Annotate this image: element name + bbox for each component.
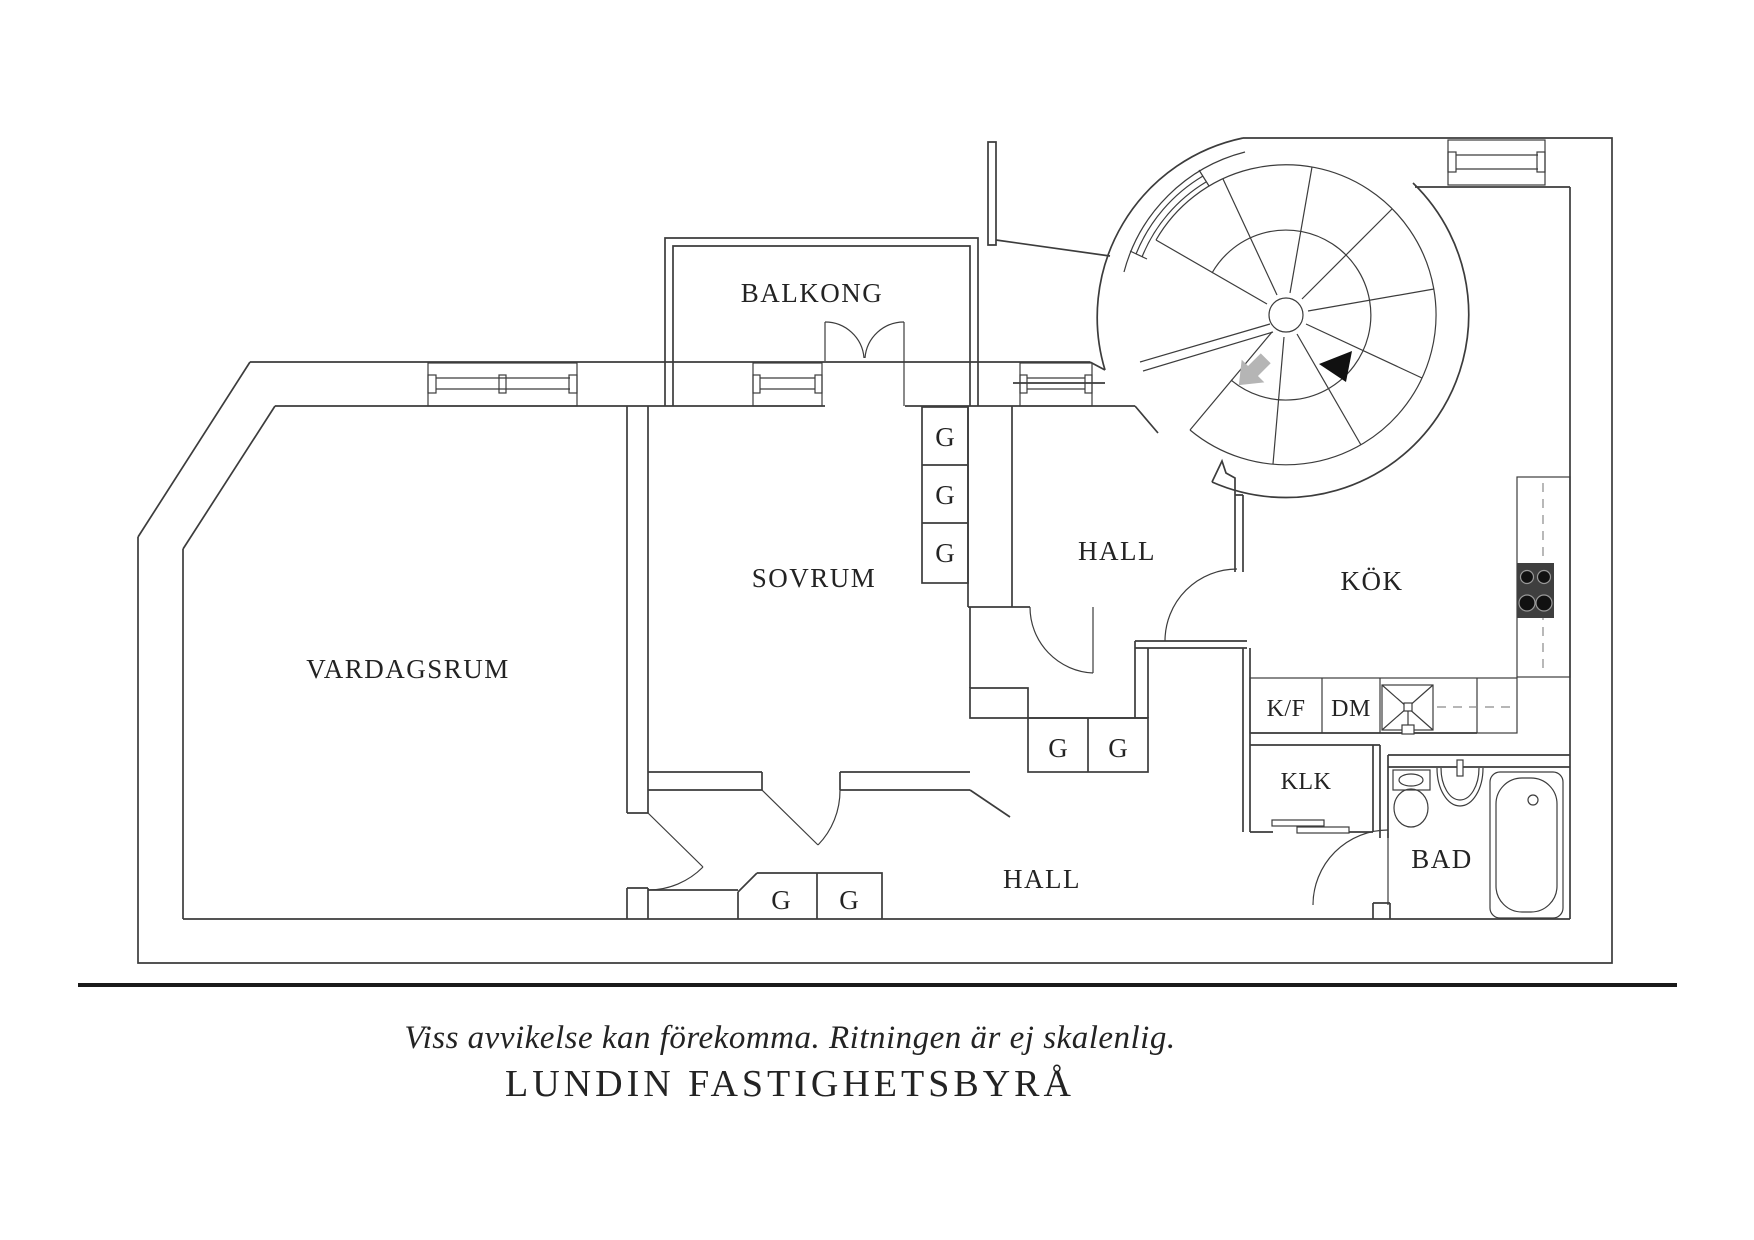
label-g2: G xyxy=(935,480,955,510)
label-hall-upper: HALL xyxy=(1078,536,1156,566)
label-bad: BAD xyxy=(1411,844,1473,874)
toilet-icon xyxy=(1392,769,1431,828)
bathroom-fixtures xyxy=(1392,759,1564,919)
label-vardagsrum: VARDAGSRUM xyxy=(306,654,510,684)
door-hall xyxy=(1029,606,1094,674)
bathtub-icon xyxy=(1489,771,1564,919)
label-g6: G xyxy=(771,885,791,915)
label-g5: G xyxy=(1108,733,1128,763)
exterior-walls xyxy=(137,137,1613,964)
window-kok xyxy=(1447,139,1546,186)
balcony-walls xyxy=(664,141,997,406)
windows xyxy=(427,139,1546,407)
divider-rule xyxy=(78,983,1677,987)
label-g3: G xyxy=(935,538,955,568)
door-vardagsrum xyxy=(647,812,704,891)
balcony-door xyxy=(824,321,905,406)
label-sovrum: SOVRUM xyxy=(752,563,877,593)
stair-center-post xyxy=(1268,297,1304,333)
doors xyxy=(647,568,1389,906)
label-g7: G xyxy=(839,885,859,915)
sink-icon xyxy=(1381,684,1434,735)
stairs-direction-arrow-icon xyxy=(1319,351,1352,382)
window-hall xyxy=(1019,362,1093,407)
label-g1: G xyxy=(935,422,955,452)
window-stair-tower-curved xyxy=(1129,169,1210,260)
stove-icon xyxy=(1517,563,1554,618)
wardrobes xyxy=(737,406,1149,919)
door-klk-sliding xyxy=(1271,819,1350,834)
label-dm: DM xyxy=(1331,696,1371,722)
spiral-staircase xyxy=(1123,151,1437,466)
label-hall-lower: HALL xyxy=(1003,864,1081,894)
label-kok: KÖK xyxy=(1341,566,1404,596)
washbasin-icon xyxy=(1436,759,1484,807)
label-kf: K/F xyxy=(1267,696,1306,722)
label-klk: KLK xyxy=(1281,769,1332,795)
brand-text: LUNDIN FASTIGHETSBYRÅ xyxy=(505,1063,1075,1105)
disclaimer-text: Viss avvikelse kan förekomma. Ritningen … xyxy=(404,1020,1175,1056)
footer: Viss avvikelse kan förekomma. Ritningen … xyxy=(78,983,1677,1105)
stairs-entry-arrow-icon xyxy=(1238,353,1271,386)
door-bad xyxy=(1312,829,1389,906)
door-sovrum xyxy=(761,789,841,846)
kitchen-fixtures xyxy=(1249,476,1571,735)
label-g4: G xyxy=(1048,733,1068,763)
interior-walls xyxy=(626,406,1570,919)
door-kok xyxy=(1164,568,1238,642)
window-sovrum xyxy=(752,362,823,407)
window-vardagsrum xyxy=(427,362,578,407)
room-labels: BALKONG VARDAGSRUM SOVRUM HALL KÖK KLK B… xyxy=(306,278,1473,915)
label-balkong: BALKONG xyxy=(741,278,884,308)
